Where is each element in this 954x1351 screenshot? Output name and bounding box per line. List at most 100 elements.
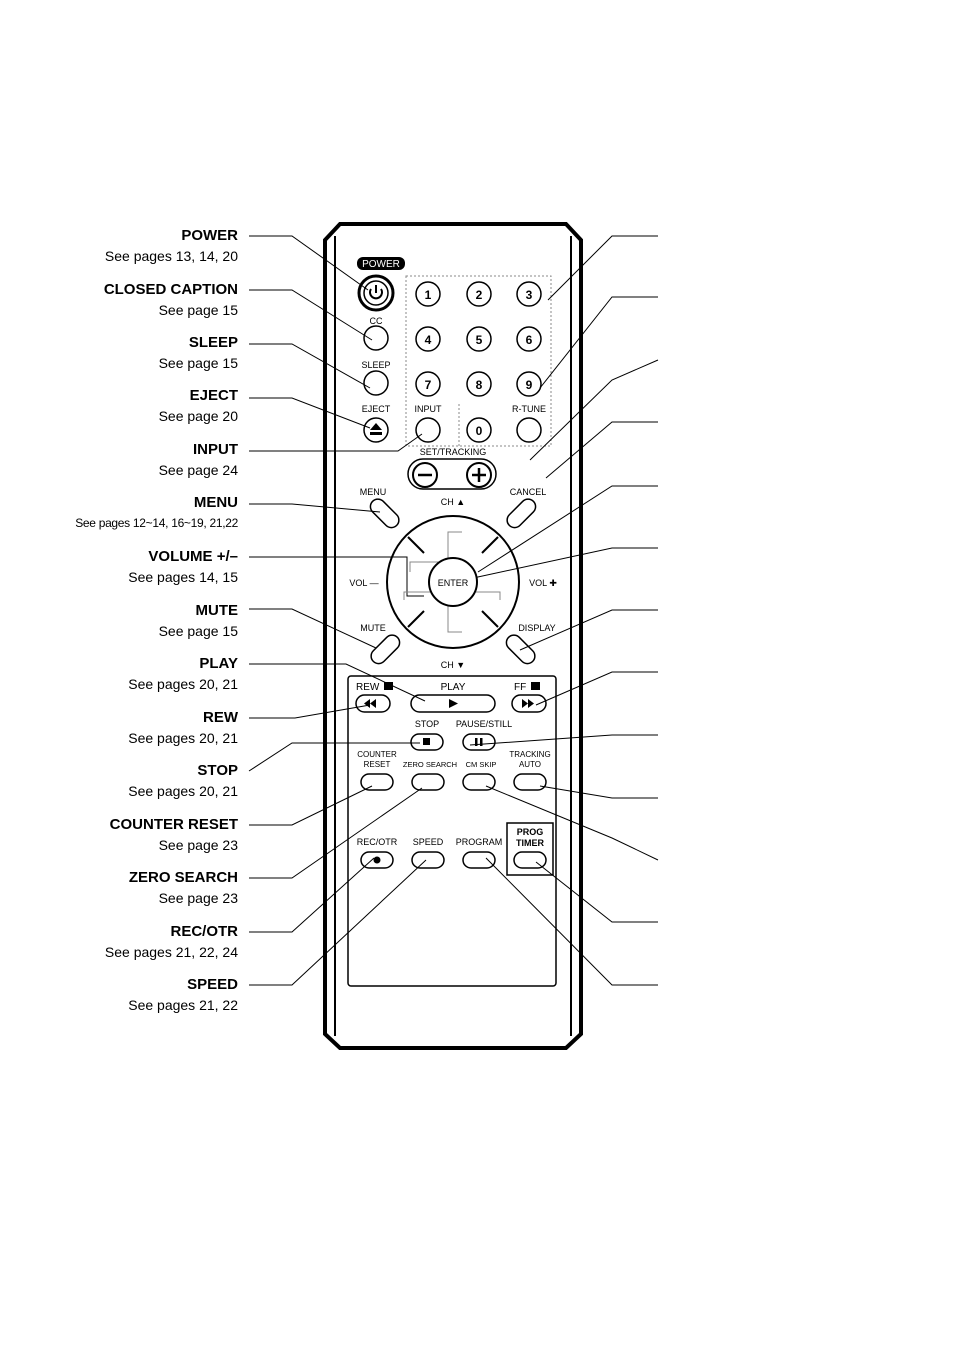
eject-button[interactable]: [363, 417, 389, 443]
display-label: DISPLAY: [518, 623, 555, 633]
label-sub: See pages 20, 21: [128, 730, 238, 746]
cm-skip-label: CM SKIP: [466, 760, 497, 769]
stop-button[interactable]: [410, 733, 444, 751]
cc-button[interactable]: [363, 325, 389, 351]
fast-forward-icon: [522, 699, 534, 708]
prog-timer-frame: [506, 822, 554, 876]
label-title: ZERO SEARCH: [128, 869, 238, 886]
program-button[interactable]: [462, 851, 496, 869]
label-sub: See pages 14, 15: [128, 569, 238, 585]
menu-label: MENU: [360, 487, 387, 497]
label-sub: See pages 12~14, 16~19, 21,22: [75, 516, 238, 530]
display-button[interactable]: [503, 632, 538, 667]
eject-label: EJECT: [362, 404, 391, 414]
cancel-label: CANCEL: [510, 487, 547, 497]
label-title: SPEED: [187, 976, 238, 993]
pause-icon: [475, 738, 483, 746]
rtune-label: R-TUNE: [512, 404, 546, 414]
prog-timer-button[interactable]: [513, 851, 547, 869]
sleep-button[interactable]: [363, 370, 389, 396]
digit-5-button[interactable]: 5: [466, 326, 492, 352]
play-button[interactable]: [410, 694, 496, 713]
label-sub: See pages 20, 21: [128, 783, 238, 799]
label-sub: See page 15: [158, 623, 238, 639]
speed-button[interactable]: [411, 851, 445, 869]
mute-label: MUTE: [360, 623, 386, 633]
rew-button[interactable]: [355, 694, 391, 713]
enter-button[interactable]: ENTER: [428, 557, 478, 607]
rtune-button[interactable]: [516, 417, 542, 443]
ff-button[interactable]: [511, 694, 547, 713]
digit-7-button[interactable]: 7: [415, 371, 441, 397]
label-zero-search: ZERO SEARCH See page 23: [129, 868, 238, 908]
digit-0-button[interactable]: 0: [466, 417, 492, 443]
zero-search-button[interactable]: [411, 773, 445, 791]
label-title: COUNTER RESET: [109, 816, 238, 833]
set-tracking-minus-button[interactable]: [412, 462, 438, 488]
counter-label: COUNTER: [357, 750, 397, 759]
counter-reset-button[interactable]: [360, 773, 394, 791]
digit-2-button[interactable]: 2: [466, 281, 492, 307]
label-title: STOP: [197, 762, 238, 779]
label-closed-caption: CLOSED CAPTION See page 15: [104, 280, 238, 320]
set-tracking-plus-button[interactable]: [466, 462, 492, 488]
zero-search-label: ZERO SEARCH: [403, 760, 457, 769]
enter-label: ENTER: [438, 578, 469, 588]
label-sleep: SLEEP See page 15: [159, 333, 238, 373]
digit-7-label: 7: [425, 378, 432, 392]
nav-ring: [386, 515, 520, 649]
input-label: INPUT: [415, 404, 443, 414]
label-sub: See page 15: [158, 355, 238, 371]
digit-3-button[interactable]: 3: [516, 281, 542, 307]
label-sub: See page 24: [158, 462, 238, 478]
prog-label: PROG: [517, 827, 544, 837]
label-title: REW: [203, 709, 238, 726]
label-sub: See page 23: [158, 837, 238, 853]
digit-4-button[interactable]: 4: [415, 326, 441, 352]
remote-body: [323, 222, 583, 1050]
ch-up-label: CH ▲: [441, 497, 465, 507]
number-pad: 1 2 3 4 5 6 7 8 9 0: [415, 281, 542, 443]
label-title: CLOSED CAPTION: [103, 281, 238, 298]
label-input: INPUT See page 24: [159, 440, 238, 480]
nav-guide: [447, 602, 462, 633]
set-tracking-label: SET/TRACKING: [420, 447, 487, 457]
auto-label: AUTO: [519, 760, 541, 769]
pause-still-button[interactable]: [462, 733, 496, 751]
menu-button[interactable]: [367, 496, 402, 531]
ff-label: FF: [514, 682, 526, 693]
ch-down-label: CH ▼: [441, 660, 465, 670]
digit-2-label: 2: [476, 288, 483, 302]
cm-skip-button[interactable]: [462, 773, 496, 791]
digit-8-button[interactable]: 8: [466, 371, 492, 397]
digit-9-button[interactable]: 9: [516, 371, 542, 397]
label-menu: MENU See pages 12~14, 16~19, 21,22: [75, 493, 238, 533]
digit-4-label: 4: [425, 333, 432, 347]
input-button[interactable]: [415, 417, 441, 443]
label-speed: SPEED See pages 21, 22: [128, 975, 238, 1015]
rec-otr-button[interactable]: [360, 851, 394, 869]
label-title: MUTE: [195, 602, 239, 619]
tracking-auto-button[interactable]: [513, 773, 547, 791]
mute-button[interactable]: [368, 632, 403, 667]
cancel-button[interactable]: [504, 496, 539, 531]
set-tracking-frame: [407, 458, 497, 490]
label-title: INPUT: [193, 441, 238, 458]
leader-lines-right: [463, 235, 659, 986]
power-section: POWER: [357, 257, 405, 270]
label-counter-reset: COUNTER RESET See page 23: [110, 815, 238, 855]
label-rec-otr: REC/OTR See pages 21, 22, 24: [105, 922, 238, 962]
rew-label: REW: [356, 682, 380, 693]
label-rew: REW See pages 20, 21: [128, 708, 238, 748]
digit-1-button[interactable]: 1: [415, 281, 441, 307]
power-badge-label: POWER: [362, 259, 400, 270]
power-button[interactable]: [357, 274, 395, 312]
label-mute: MUTE See page 15: [159, 601, 238, 641]
reset-label: RESET: [364, 760, 391, 769]
digit-6-label: 6: [526, 333, 533, 347]
digit-6-button[interactable]: 6: [516, 326, 542, 352]
speed-label: SPEED: [413, 837, 444, 847]
label-title: SLEEP: [188, 334, 238, 351]
label-title: REC/OTR: [170, 923, 239, 940]
